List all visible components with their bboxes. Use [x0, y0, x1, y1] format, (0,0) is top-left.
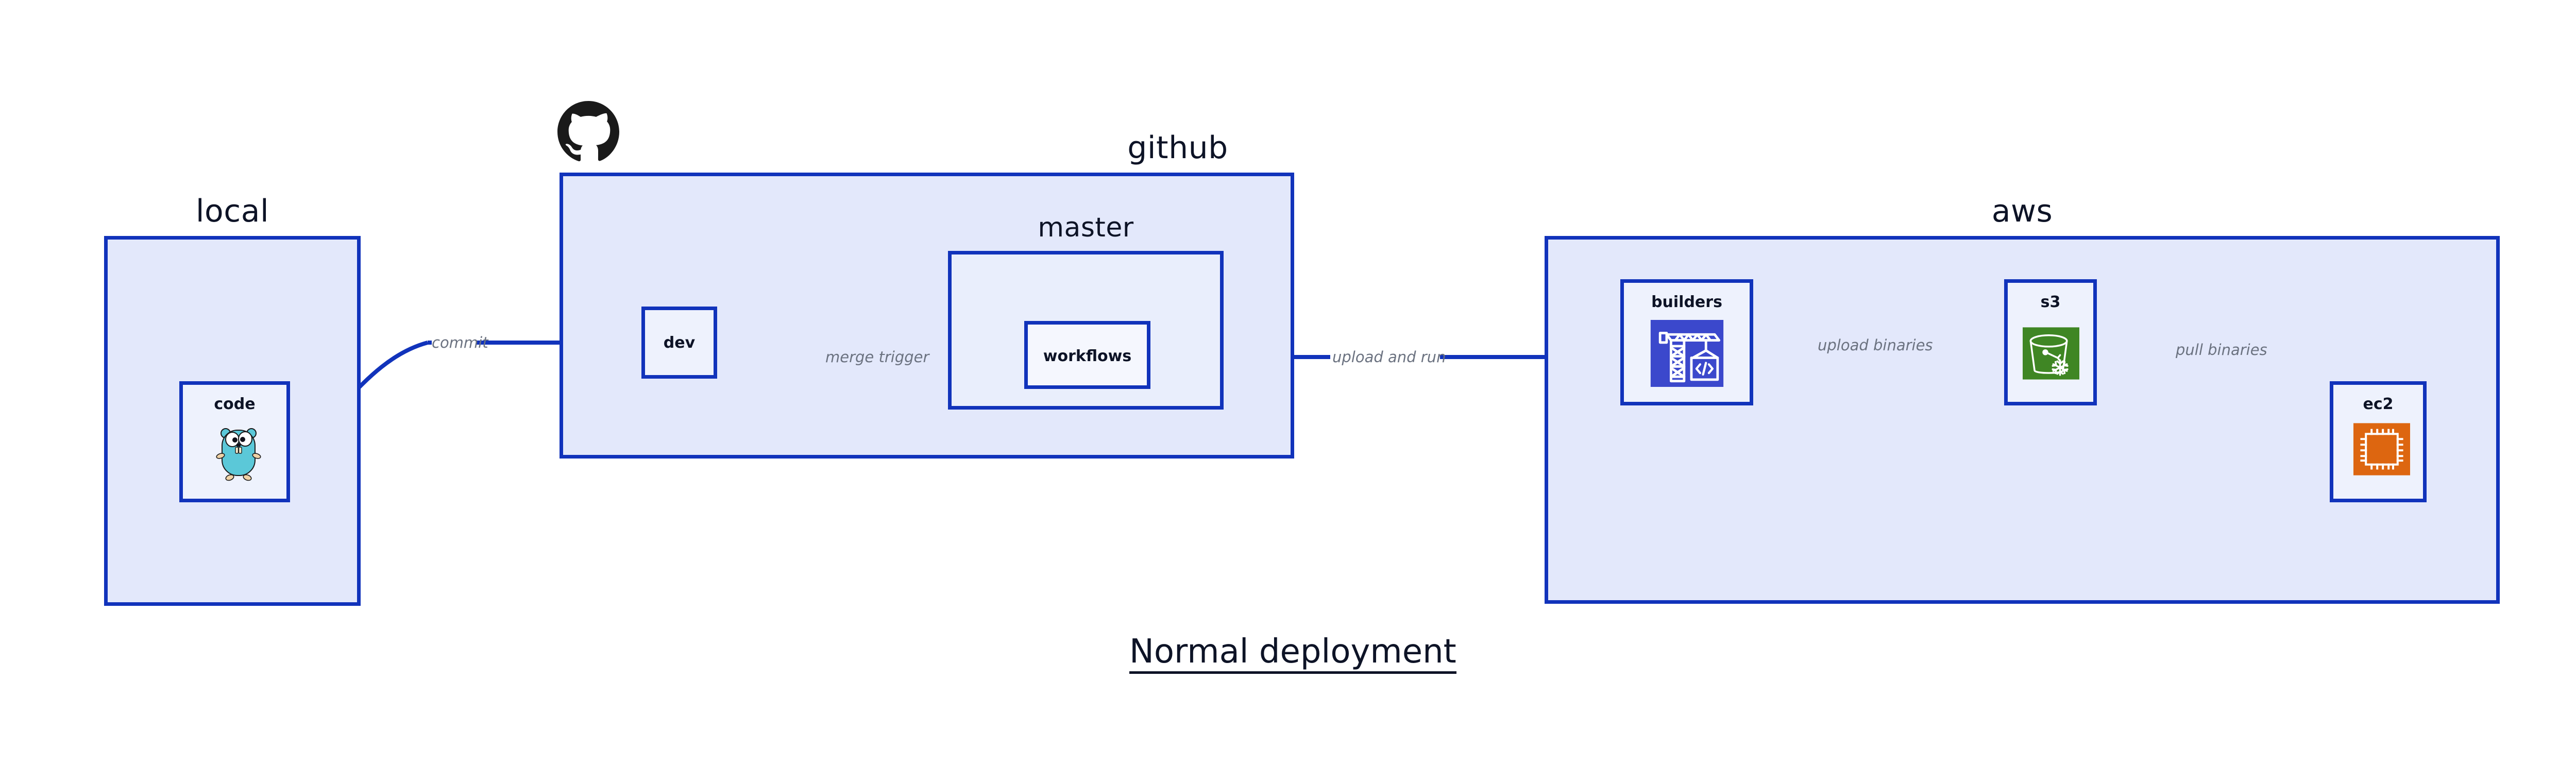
- diagram-title: Normal deployment: [1129, 634, 1456, 674]
- go-gopher-icon: [213, 422, 264, 484]
- group-label-master: master: [1038, 212, 1134, 243]
- group-label-github: github: [1127, 130, 1228, 166]
- node-ec2[interactable]: ec2: [2330, 381, 2427, 502]
- node-label-builders: builders: [1651, 293, 1722, 311]
- edge-label-upload-binaries: upload binaries: [1818, 336, 1933, 354]
- node-label-ec2: ec2: [2363, 395, 2394, 413]
- node-label-code: code: [214, 395, 256, 413]
- github-octocat-icon: [555, 99, 621, 165]
- edge-label-pull-binaries: pull binaries: [2176, 341, 2267, 359]
- aws-ec2-chip-icon: [2353, 418, 2410, 480]
- node-builders[interactable]: builders: [1620, 279, 1753, 405]
- edge-label-merge-trigger: merge trigger: [825, 348, 929, 366]
- node-code[interactable]: code: [179, 381, 290, 502]
- group-label-aws: aws: [1991, 193, 2053, 229]
- edge-label-commit: commit: [432, 334, 488, 351]
- node-workflows[interactable]: workflows: [1024, 321, 1150, 389]
- node-label-workflows: workflows: [1043, 347, 1132, 365]
- node-dev[interactable]: dev: [641, 307, 717, 379]
- edge-label-upload-and-run: upload and run: [1332, 348, 1446, 366]
- node-label-dev: dev: [663, 334, 696, 352]
- node-s3[interactable]: s3: [2004, 279, 2097, 405]
- group-label-local: local: [195, 193, 269, 229]
- node-label-s3: s3: [2040, 293, 2061, 311]
- aws-s3-glacier-bucket-icon: [2023, 320, 2079, 387]
- aws-codebuild-crane-icon: [1650, 320, 1724, 387]
